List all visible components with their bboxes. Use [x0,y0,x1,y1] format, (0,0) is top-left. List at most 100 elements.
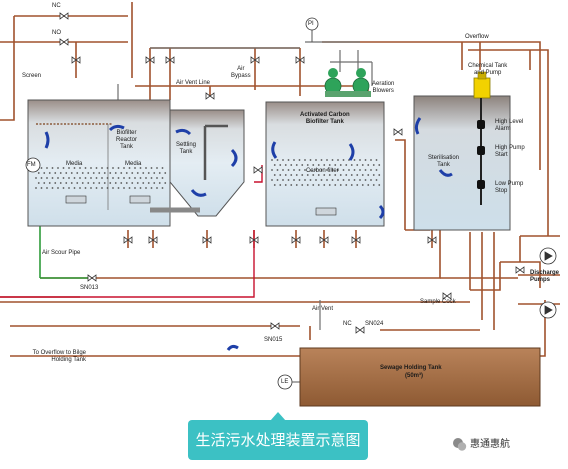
media-dot [326,169,328,171]
media-dot [312,164,315,166]
media-dot [95,167,98,169]
media-dot [359,179,361,181]
media-dot [331,179,334,181]
valve-icon [393,128,403,136]
media-dot [81,182,84,184]
media-dot [309,159,312,161]
media-dot [317,184,320,186]
valve-sn013-label: SN013 [80,285,99,291]
media-dot [139,177,142,179]
caption-banner: 生活污水处理装置示意图 [188,420,368,460]
media-dot [117,187,120,189]
media-dot [353,159,356,161]
valve-icon [295,56,305,64]
media-dot [359,169,361,171]
valve-icon [249,236,259,244]
flow-arrows [44,117,453,351]
media-dot [161,167,164,169]
media-dot [361,184,364,186]
media-dot [136,182,139,184]
media-dot [106,187,109,189]
media-dot [123,177,125,179]
media-dot [79,187,81,189]
media-dot [120,182,123,184]
media-dot [328,174,331,176]
media-dot [87,172,90,174]
media-dot [298,169,301,171]
aeration-blowers-label: Aeration Blowers [372,81,395,94]
media-dot [73,187,76,189]
media-dot [43,172,46,174]
media-dot [312,184,315,186]
media-dot [87,182,90,184]
media-dot [298,179,301,181]
media-dot [145,187,147,189]
media-dot [131,172,134,174]
media-dot [364,159,367,161]
carbon-filter-label: Carbon filter [306,168,339,174]
valve-nc-sn024-label: NC [343,321,352,327]
media-dot [92,172,95,174]
valve-icon [123,236,133,244]
biofilter-reactor-tank [27,99,171,227]
media-dot [337,159,339,161]
valve-icon [442,292,452,300]
media-dot [345,164,348,166]
valve-nc-top-label: NC [52,3,61,9]
valve-icon [148,236,158,244]
carbon-filter-dots [271,159,381,186]
media-dot [109,182,112,184]
media-dot [301,174,304,176]
pressure-indicator [305,17,319,42]
media-dot [345,184,348,186]
media-dot [334,174,337,176]
media-dot [46,177,48,179]
media-dot [84,187,87,189]
valve-icon [59,38,69,46]
media-dot [73,177,76,179]
media-dot [156,187,158,189]
valve-icon [319,236,329,244]
media-dot [109,172,112,174]
media-dot [293,159,295,161]
media-dot [145,167,147,169]
media-dot [54,182,57,184]
media-dot [273,164,276,166]
media-dot [356,184,359,186]
media-dot [40,187,43,189]
valve-icon [87,274,97,282]
media-dot [372,184,375,186]
media-dot [35,177,37,179]
media-dot [293,179,295,181]
media-dot [337,169,339,171]
media-dot [76,182,79,184]
media-dot [120,172,123,174]
media-dot [95,187,98,189]
media-dot [334,184,337,186]
media-dot [37,172,40,174]
media-dot [317,174,320,176]
media-dot [282,179,284,181]
sewage-holding-tank-label: Sewage Holding Tank [380,365,442,371]
media-dot [164,182,167,184]
media-dot [43,182,46,184]
air-scour-pipe-label: Air Scour Pipe [42,250,81,256]
media-dot [331,169,334,171]
discharge-pumps [539,247,557,319]
media-dot [46,167,48,169]
media-dot [290,174,293,176]
air-diffusers [65,195,337,216]
media-dot [57,187,59,189]
media-dot [290,164,293,166]
media-dot [150,187,153,189]
media-dot [359,159,361,161]
valve-icon [71,56,81,64]
valve-icon [427,236,437,244]
media-dot [339,184,342,186]
media-dot [79,177,81,179]
media-dot [315,159,317,161]
fm-label: FM [27,162,36,168]
media-dot [372,174,375,176]
settling-tank-label: Settling Tank [176,142,197,155]
media-dot [320,179,323,181]
